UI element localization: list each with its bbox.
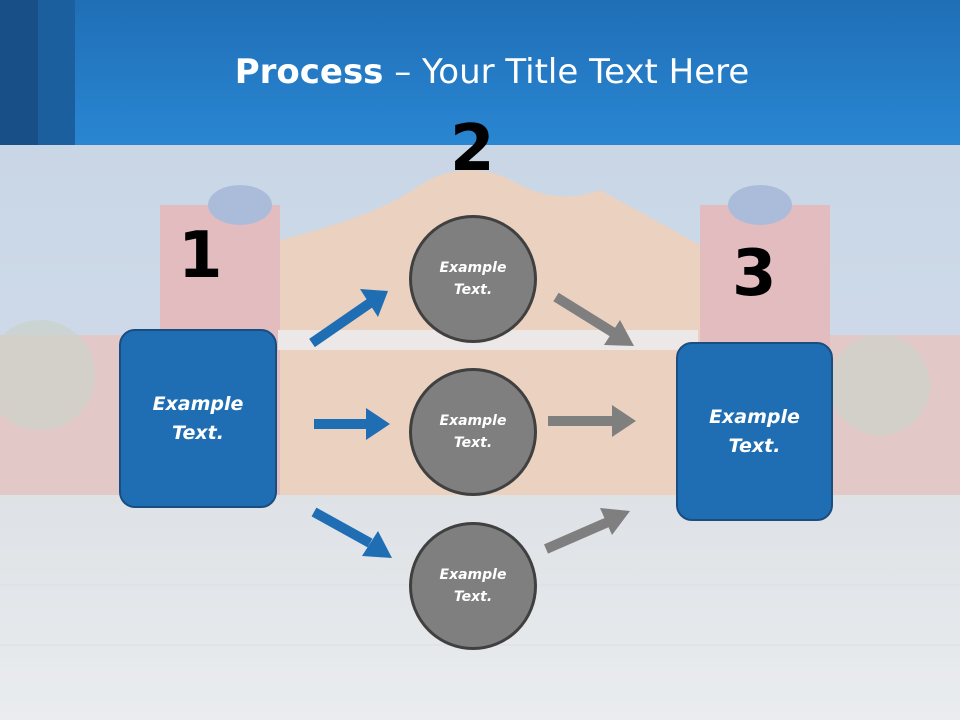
process-circle-top: Example Text. <box>409 215 537 343</box>
input-box: Example Text. <box>119 329 277 508</box>
step-number-3: 3 <box>732 237 777 311</box>
header-accent-strip <box>0 0 38 145</box>
step-number-1: 1 <box>178 219 223 293</box>
header-accent-strip-2 <box>38 0 75 145</box>
process-circle-middle: Example Text. <box>409 368 537 496</box>
process-circle-bottom: Example Text. <box>409 522 537 650</box>
step-number-2: 2 <box>450 112 495 186</box>
title-bold: Process <box>234 52 384 92</box>
slide-title: Process – Your Title Text Here <box>0 52 960 92</box>
header-bar: Process – Your Title Text Here <box>0 0 960 145</box>
title-rest: – Your Title Text Here <box>383 52 750 92</box>
output-box: Example Text. <box>676 342 833 521</box>
